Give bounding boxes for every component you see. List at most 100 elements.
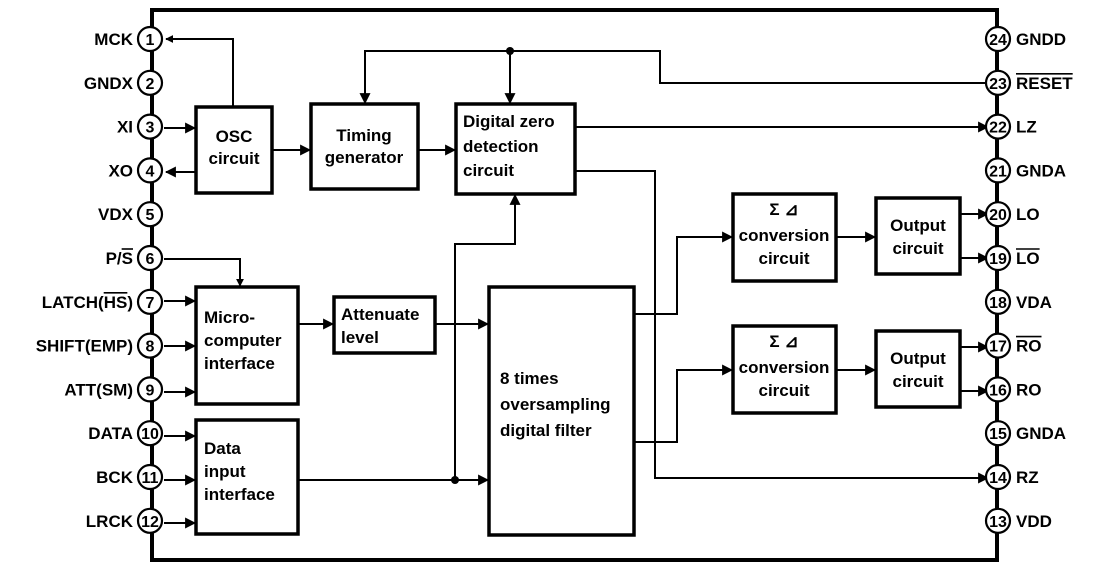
pin-label: LRCK [86, 512, 134, 531]
pin-8: 8 SHIFT(EMP) [36, 332, 164, 359]
sd-top-label-1: Σ ⊿ [769, 200, 798, 219]
pin-label: GNDA [1016, 424, 1066, 443]
sd-top-label-2: conversion [739, 226, 830, 245]
pin-circle [136, 420, 164, 447]
out-bot-label-2: circuit [892, 372, 943, 391]
pin-circle [984, 288, 1012, 315]
pin-circle [984, 25, 1012, 53]
filter-label-3: digital filter [500, 421, 592, 440]
pin-number: 12 [141, 514, 159, 531]
filter-label-2: oversampling [500, 395, 611, 414]
pin-circle [136, 507, 164, 534]
timing-label-2: generator [325, 148, 404, 167]
pin-label: VDX [98, 205, 134, 224]
timing-generator-block: Timing generator [309, 102, 420, 191]
sd-bot-label-1: Σ ⊿ [769, 332, 798, 351]
pin-12: 12 LRCK [86, 507, 164, 534]
pin-15: 15 GNDA [984, 420, 1066, 447]
pin-circle [136, 201, 164, 228]
pin-circle [984, 463, 1012, 491]
micro-label-2: computer [204, 331, 282, 350]
pin-circle [984, 332, 1012, 359]
out-bot-label-1: Output [890, 349, 946, 368]
pin-label: SHIFT(EMP) [36, 337, 133, 356]
pin-label: XO [108, 161, 133, 180]
pin-3: 3XI [117, 113, 164, 140]
pin-number: 10 [141, 426, 159, 443]
pin-number: 2 [146, 76, 155, 93]
pin-label: LZ [1016, 118, 1037, 137]
pin-label: GNDA [1016, 161, 1066, 180]
pin-number: 5 [146, 207, 155, 224]
attenuate-level-block: Attenuate level [332, 295, 437, 355]
datain-label-2: input [204, 462, 246, 481]
pin-22: 22 LZ [984, 113, 1037, 140]
pin-2: 2 GNDX [84, 69, 164, 96]
pin-circle [136, 332, 164, 359]
pin-circle [136, 157, 164, 184]
pin-label: ATT(SM) [64, 380, 133, 399]
pin-number: 8 [146, 339, 155, 356]
pin-circle [984, 69, 1012, 96]
pin-label: VDD [1016, 512, 1052, 531]
pin-9: 9 ATT(SM) [64, 376, 164, 403]
pin-circle [136, 288, 164, 315]
pin-number: 7 [146, 295, 155, 312]
output-circuit-bottom-block: Output circuit [874, 329, 962, 409]
sigma-delta-top-block: Σ ⊿ conversion circuit [731, 192, 838, 283]
micro-label-1: Micro- [204, 308, 255, 327]
pin-number: 23 [989, 76, 1007, 93]
pin-label: LATCH(HS) [42, 293, 133, 312]
datain-label-3: interface [204, 485, 275, 504]
signal-wires [164, 35, 990, 529]
pin-number: 24 [989, 32, 1007, 49]
pin-6: 6P/S [106, 244, 164, 272]
pin-7: 7 LATCH(HS) [42, 288, 164, 315]
pin-17: 17 RO [984, 332, 1042, 359]
pin-5: 5 VDX [98, 201, 164, 228]
sd-top-label-3: circuit [758, 249, 809, 268]
out-top-label-2: circuit [892, 239, 943, 258]
pin-label: RZ [1016, 468, 1039, 487]
pin-number: 17 [989, 339, 1007, 356]
osc-label-1: OSC [216, 127, 253, 146]
osc-label-2: circuit [208, 149, 259, 168]
pin-number: 22 [989, 120, 1007, 137]
pin-circle [984, 376, 1012, 403]
pin-circle [984, 157, 1012, 184]
timing-label-1: Timing [336, 126, 391, 145]
pin-label: GNDX [84, 74, 134, 93]
pin-circle [136, 25, 164, 53]
atten-label-1: Attenuate [341, 305, 419, 324]
pin-label: LO [1016, 249, 1040, 268]
zero-label-3: circuit [463, 161, 514, 180]
pin-number: 15 [989, 426, 1007, 443]
pin-number: 21 [989, 163, 1007, 180]
zero-label-1: Digital zero [463, 112, 555, 131]
sd-bot-label-2: conversion [739, 358, 830, 377]
pin-number: 9 [146, 382, 155, 399]
pin-number: 18 [989, 295, 1007, 312]
data-input-interface-block: Data input interface [194, 418, 300, 536]
pin-number: 20 [989, 207, 1007, 224]
pin-circle [136, 463, 164, 491]
pin-circle [136, 113, 164, 140]
pin-4: 4XO [108, 157, 164, 184]
digital-zero-detection-block: Digital zero detection circuit [454, 102, 577, 196]
sd-bot-label-3: circuit [758, 381, 809, 400]
pin-label: RO [1016, 337, 1042, 356]
pin-label: P/S [106, 249, 133, 268]
pin-label: BCK [96, 468, 134, 487]
microcomputer-interface-block: Micro- computer interface [194, 285, 300, 406]
pin-circle [136, 69, 164, 96]
zero-label-2: detection [463, 137, 539, 156]
pin-21: 21 GNDA [984, 157, 1066, 184]
